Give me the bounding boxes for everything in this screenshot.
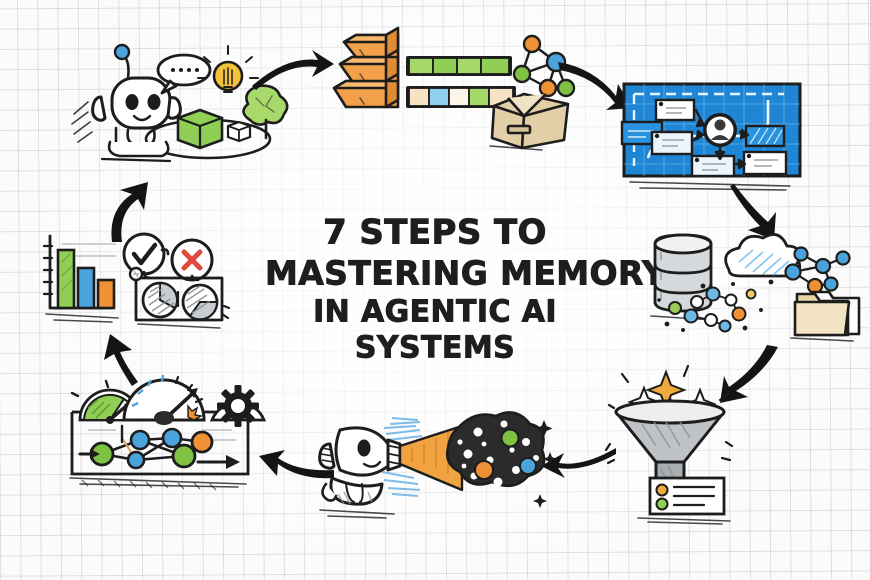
- tree-icon: [242, 84, 289, 140]
- node-network-icon: [89, 424, 214, 470]
- title-line-4: Systems: [354, 330, 516, 366]
- step-tuning-optimization: [62, 362, 277, 492]
- pie-chart-left-icon: [141, 281, 179, 319]
- flow-arrow-2: [558, 62, 632, 110]
- funnel-icon: [614, 399, 726, 494]
- funnel-speed-lines: [604, 440, 734, 465]
- sparkles-icon: [533, 420, 557, 508]
- scattered-dots-icon: [657, 279, 774, 333]
- small-cube-icon: [226, 120, 252, 143]
- card-bottom-center: [690, 154, 736, 178]
- flow-arrow-6: [259, 450, 334, 479]
- step-context-projection: [312, 398, 557, 523]
- card-right-hatched: [744, 124, 786, 148]
- green-cube-icon: [176, 108, 224, 150]
- lightbulb-icon: [197, 45, 259, 93]
- cloud-icon: [724, 233, 802, 278]
- output-document-icon: [648, 476, 726, 516]
- board-shadow: [629, 181, 791, 191]
- cardboard-box-icon: [490, 92, 570, 150]
- node-graph-icon: [784, 246, 851, 295]
- robot-icon: [318, 426, 402, 506]
- card-left-inner: [650, 130, 694, 156]
- motion-lines-icon: [71, 101, 93, 143]
- green-token-bar-icon: [406, 56, 512, 76]
- metrics-panel: [128, 266, 231, 322]
- speech-bubble-icon: [156, 53, 212, 95]
- flow-arrow-8: [111, 182, 148, 242]
- beam-glow-lines: [381, 417, 423, 497]
- speedometer-icon: [122, 374, 206, 425]
- node-graph-icon: [512, 34, 576, 126]
- title-line-1: 7 Steps to: [323, 212, 547, 253]
- step-storage-retrieval: [645, 228, 861, 343]
- mixed-token-bar-icon: [406, 86, 516, 108]
- stacked-orange-blocks-icon: [332, 26, 400, 109]
- title-line-2: Mastering Memory: [265, 254, 667, 294]
- card-bottom-right: [742, 150, 788, 176]
- flow-arrow-3: [730, 184, 776, 240]
- flow-arrow-4: [720, 345, 778, 403]
- flow-arrow-7: [104, 334, 138, 386]
- cross-circle-icon: [170, 238, 214, 282]
- page-title: 7 Steps to Mastering Memory in Agentic A…: [265, 212, 667, 368]
- connector-arrows-icon: [692, 108, 750, 170]
- step-agent-understanding: [58, 42, 289, 177]
- flow-arrows-icon: [78, 449, 240, 469]
- step-filtering-distillation: [604, 360, 783, 525]
- user-avatar-icon: [703, 113, 737, 147]
- orange-beam-icon: [398, 424, 464, 492]
- robot-icon: [91, 43, 182, 163]
- flow-arrow-1: [252, 50, 334, 90]
- flow-arrow-5: [541, 448, 616, 478]
- folder-stack-icon: [793, 290, 861, 337]
- step-memory-architecture: [618, 78, 818, 193]
- card-top-left: [654, 98, 696, 122]
- bar-chart-icon: [42, 234, 116, 310]
- gear-icon: [209, 385, 267, 427]
- dark-data-cloud-icon: [445, 411, 546, 488]
- title-line-3: in Agentic AI: [313, 294, 557, 330]
- step-chunking-embedding: [318, 22, 578, 151]
- step-evaluation-metrics: [32, 228, 232, 340]
- pie-chart-right-icon: [181, 283, 219, 321]
